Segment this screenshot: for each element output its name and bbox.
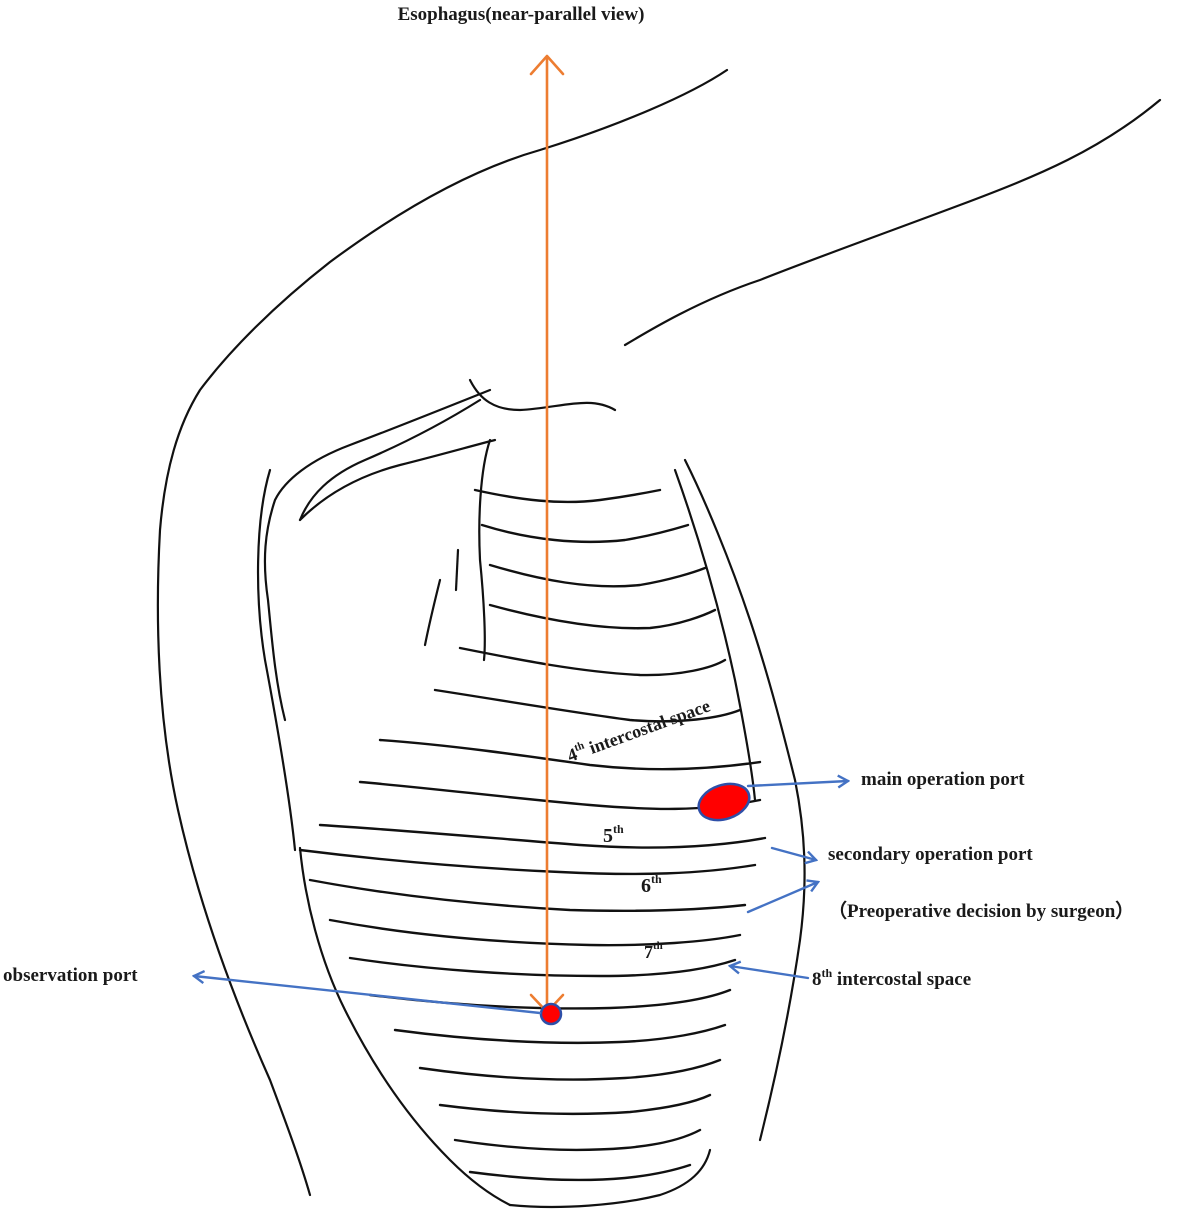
chest-right-edge (683, 458, 806, 1142)
eighth-space-arrow (730, 966, 810, 980)
main-port-arrow (746, 781, 848, 786)
main-operation-port-marker (697, 782, 751, 822)
rib-line (348, 956, 737, 978)
rib-line (488, 563, 707, 588)
secondary-port-arrow-lower (746, 882, 818, 914)
esophagus-label: Esophagus(near-parallel view) (398, 4, 645, 25)
fourth-intercostal-space-label: 4th intercostal space (564, 695, 713, 766)
preoperative-decision-label: （Preoperative decision by surgeon） (828, 899, 1134, 922)
rib-line (298, 848, 757, 876)
rib-line (378, 738, 762, 771)
rib-line (393, 1023, 727, 1045)
observation-port-label: observation port (3, 965, 138, 986)
rib-line (473, 488, 662, 504)
scapula-flap (263, 388, 492, 722)
sixth-space-label: 6th (641, 872, 662, 897)
arm-lower-edge (623, 98, 1162, 347)
inner-right-edge (673, 468, 757, 802)
eighth-intercostal-space-label: 8th intercostal space (812, 966, 971, 990)
main-operation-port-label: main operation port (861, 769, 1025, 790)
axilla-line (298, 438, 497, 522)
secondary-operation-port-label: secondary operation port (828, 844, 1033, 865)
rib-line (328, 918, 742, 947)
fold-mark-1 (454, 548, 460, 592)
rib-line (318, 823, 767, 849)
ribcage-left-edge (298, 846, 512, 1207)
rib-line (438, 1093, 712, 1116)
rib-line (488, 603, 717, 630)
seventh-space-label: 7th (644, 940, 663, 962)
rib-line (308, 878, 747, 912)
fifth-space-label: 5th (603, 822, 624, 847)
fold-mark-2 (423, 578, 442, 647)
arrowhead-up-icon (529, 54, 565, 76)
chest-left-edge (256, 468, 297, 852)
observation-port-arrow (194, 976, 542, 1015)
upper-arm-outline (156, 68, 729, 1197)
secondary-port-arrow-upper (770, 846, 816, 860)
rib-line (480, 523, 690, 544)
rib-line (458, 646, 727, 677)
rib-lines (298, 488, 767, 1209)
body-outline (156, 68, 1162, 1197)
axilla-fold (478, 438, 492, 662)
shoulder-curve (468, 378, 617, 412)
scapula-inner (298, 398, 482, 522)
rib-line (453, 1128, 702, 1152)
annotation-arrows (194, 781, 848, 1015)
esophagus-axis-arrow (529, 54, 565, 1014)
observation-port-marker (539, 1002, 563, 1026)
rib-line (418, 1058, 722, 1081)
rib-line (468, 1163, 692, 1182)
rib-line (433, 688, 742, 723)
ribcage-bottom-edge (508, 1148, 712, 1209)
